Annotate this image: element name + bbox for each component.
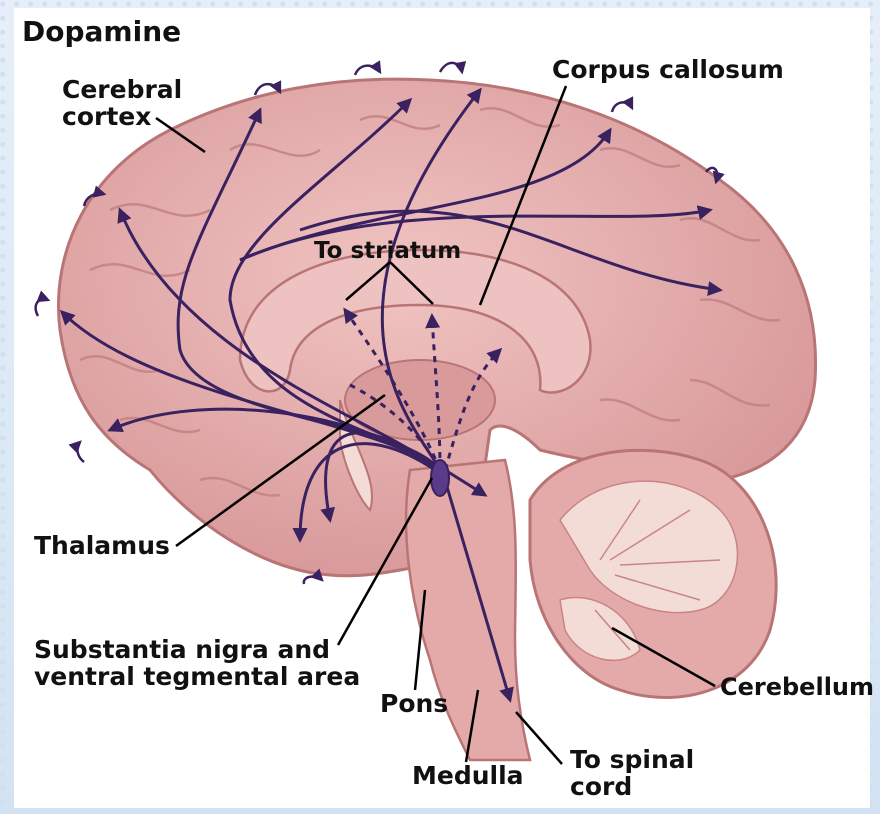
label-thalamus: Thalamus <box>34 532 170 559</box>
label-to-spinal-cord: To spinal cord <box>570 746 694 800</box>
substantia-nigra-nucleus <box>431 460 449 496</box>
label-medulla: Medulla <box>412 762 524 789</box>
label-to-striatum: To striatum <box>314 238 461 265</box>
label-pons: Pons <box>380 690 448 717</box>
label-cerebral-cortex: Cerebral cortex <box>62 76 182 130</box>
label-cerebellum: Cerebellum <box>720 674 874 701</box>
label-corpus-callosum: Corpus callosum <box>552 56 784 83</box>
label-substantia-nigra: Substantia nigra and ventral tegmental a… <box>34 636 360 690</box>
diagram-title: Dopamine <box>22 18 181 45</box>
